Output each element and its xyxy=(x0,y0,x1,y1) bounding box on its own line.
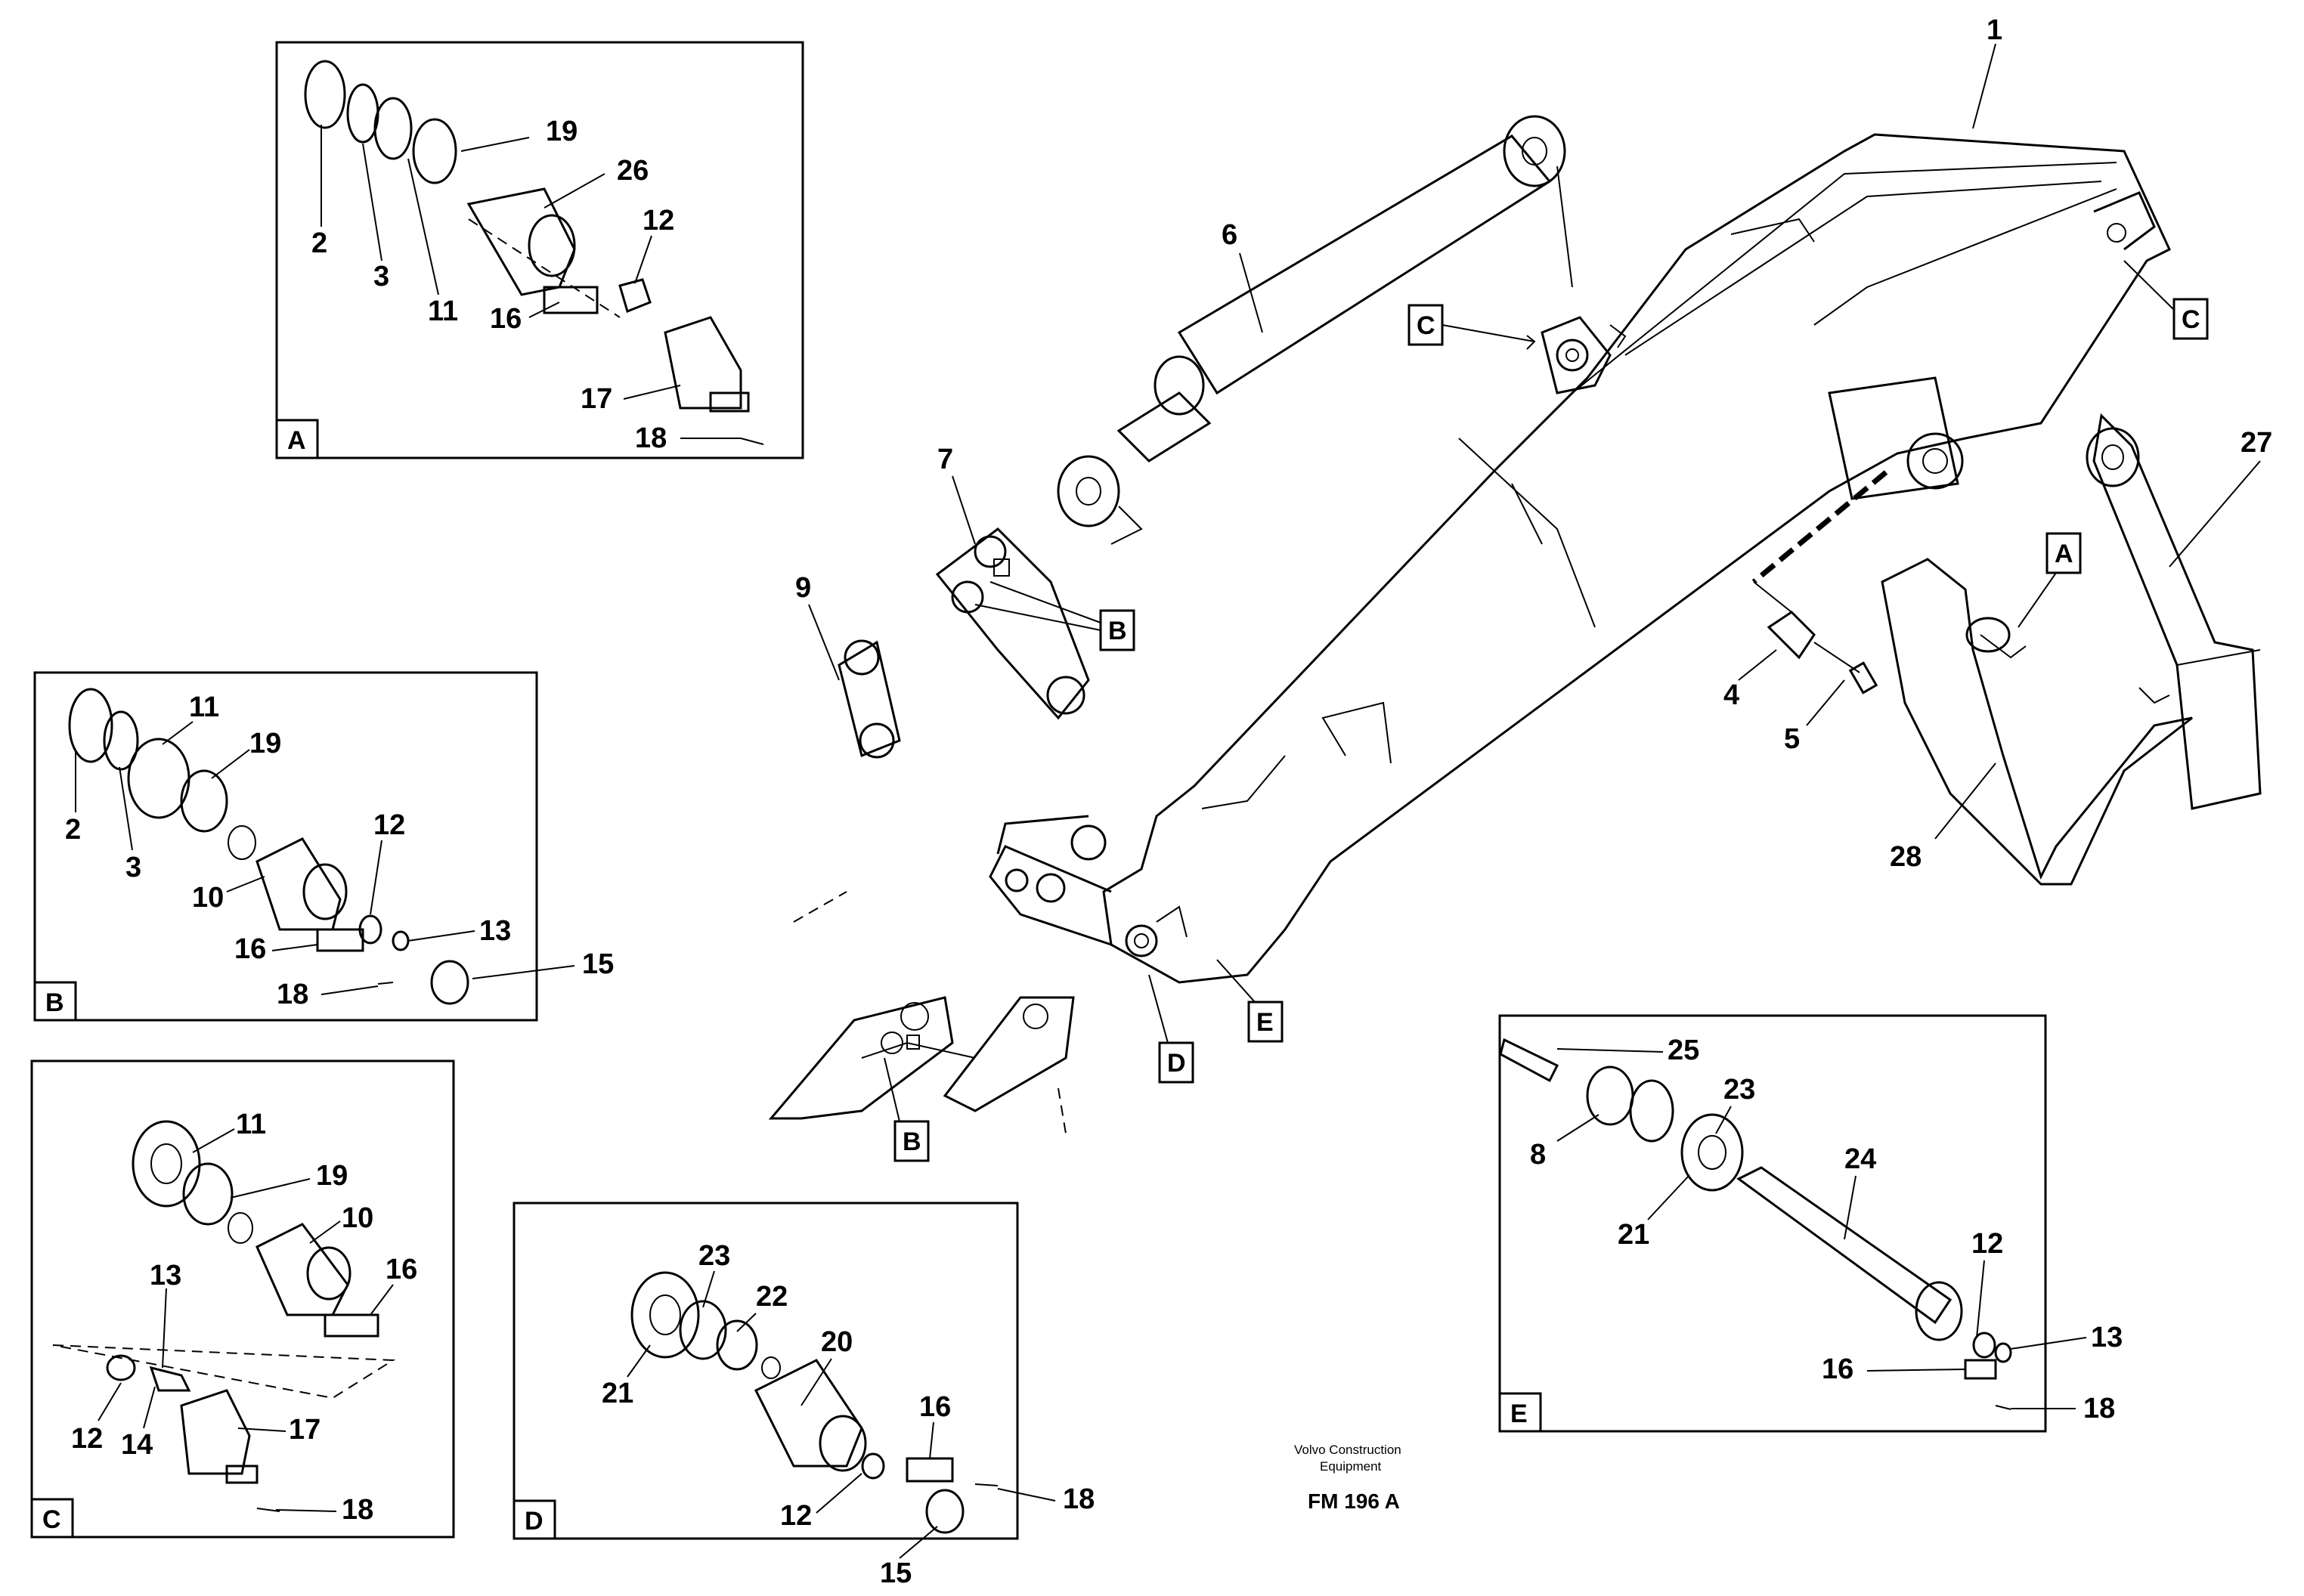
inset-c-label-19: 19 xyxy=(316,1160,348,1192)
bucket-lugs xyxy=(768,891,1075,1134)
callout-b-link: B xyxy=(1108,617,1127,645)
inset-d-label-12: 12 xyxy=(780,1500,812,1532)
inset-c-label-17: 17 xyxy=(289,1414,321,1446)
inset-b: B 11 19 2 3 10 12 13 16 18 15 xyxy=(33,671,614,1022)
link-parts xyxy=(838,527,1090,759)
inset-e-letter: E xyxy=(1510,1400,1528,1428)
main-label-27: 27 xyxy=(2241,427,2272,459)
company-line-2: Equipment xyxy=(1320,1459,1382,1474)
drawing-code: FM 196 A xyxy=(1308,1489,1400,1513)
inset-e-label-16: 16 xyxy=(1822,1353,1853,1385)
inset-c-label-10: 10 xyxy=(342,1202,373,1234)
main-label-9: 9 xyxy=(795,572,811,604)
inset-a-label-12: 12 xyxy=(643,205,674,237)
inset-b-label-3: 3 xyxy=(125,852,141,883)
main-label-28: 28 xyxy=(1890,841,1922,873)
inset-e-label-13: 13 xyxy=(2091,1322,2123,1353)
callout-a: A xyxy=(2055,540,2073,568)
inset-b-label-15: 15 xyxy=(582,948,614,980)
inset-e-label-23: 23 xyxy=(1723,1074,1755,1106)
inset-d-label-23: 23 xyxy=(698,1240,730,1272)
inset-a-label-2: 2 xyxy=(311,227,327,259)
main-label-5: 5 xyxy=(1784,723,1800,755)
inset-c-label-18: 18 xyxy=(342,1494,373,1526)
main-labels: 1 6 7 9 27 4 5 28 xyxy=(795,14,2272,873)
inset-e-label-12: 12 xyxy=(1971,1228,2003,1260)
callout-c-left: C xyxy=(1417,311,1435,340)
inset-c-label-14: 14 xyxy=(121,1429,153,1461)
inset-c-label-12: 12 xyxy=(71,1423,103,1455)
main-label-7: 7 xyxy=(937,444,953,475)
inset-a-label-3: 3 xyxy=(373,261,389,292)
inset-a-label-26: 26 xyxy=(617,155,649,187)
callout-e: E xyxy=(1256,1008,1274,1037)
inset-e-label-24: 24 xyxy=(1844,1143,1876,1175)
inset-b-label-16: 16 xyxy=(234,933,266,965)
inset-e: E 25 23 8 24 21 12 13 16 18 xyxy=(1498,1014,2123,1433)
inset-d-label-20: 20 xyxy=(821,1326,853,1358)
inset-a-label-11: 11 xyxy=(428,295,458,327)
inset-a-label-16: 16 xyxy=(490,303,522,335)
callout-b-bottom: B xyxy=(903,1127,921,1156)
inset-d-label-22: 22 xyxy=(756,1281,788,1313)
inset-d: D 23 22 20 21 16 12 18 15 xyxy=(513,1202,1095,1589)
drawing-footer: Volvo Construction Equipment FM 196 A xyxy=(1294,1443,1401,1513)
inset-a-label-17: 17 xyxy=(581,383,612,415)
inset-d-label-21: 21 xyxy=(602,1378,633,1409)
inset-e-label-25: 25 xyxy=(1668,1035,1699,1066)
inset-a-letter: A xyxy=(287,426,306,455)
main-callouts: C C B A B D E xyxy=(884,260,2209,1162)
inset-a-label-18: 18 xyxy=(635,422,667,454)
inset-a-label-19: 19 xyxy=(546,116,578,147)
main-label-6: 6 xyxy=(1222,219,1237,251)
inset-c-label-16: 16 xyxy=(386,1254,417,1285)
inset-e-label-18: 18 xyxy=(2083,1393,2115,1424)
inset-c-label-11: 11 xyxy=(236,1109,266,1140)
inset-b-label-19: 19 xyxy=(249,728,281,759)
inset-b-label-10: 10 xyxy=(192,882,224,914)
inset-d-letter: D xyxy=(525,1507,543,1536)
inset-b-letter: B xyxy=(45,988,64,1017)
inset-b-label-12: 12 xyxy=(373,809,405,841)
inset-c-label-13: 13 xyxy=(150,1260,181,1291)
inset-d-label-15: 15 xyxy=(880,1557,912,1589)
inset-d-label-18: 18 xyxy=(1063,1483,1095,1515)
inset-c-letter: C xyxy=(42,1505,61,1534)
boom-assembly xyxy=(989,133,2171,984)
main-label-4: 4 xyxy=(1723,679,1739,711)
retainer-parts xyxy=(1751,470,1888,694)
callout-c-right: C xyxy=(2182,305,2200,334)
company-line-1: Volvo Construction xyxy=(1294,1443,1401,1457)
inset-b-label-13: 13 xyxy=(479,915,511,947)
callout-d: D xyxy=(1167,1049,1186,1078)
inset-c: C 11 19 10 13 16 12 14 17 18 xyxy=(30,1059,455,1539)
boom-cylinder xyxy=(1057,115,1573,545)
inset-b-label-18: 18 xyxy=(277,979,308,1010)
main-label-1: 1 xyxy=(1987,14,2002,46)
inset-e-label-8: 8 xyxy=(1530,1139,1546,1171)
inset-b-label-11: 11 xyxy=(189,691,219,723)
inset-e-label-21: 21 xyxy=(1618,1219,1649,1251)
inset-b-label-2: 2 xyxy=(65,814,81,846)
inset-d-label-16: 16 xyxy=(919,1391,951,1423)
stick-assembly xyxy=(1881,413,2262,886)
inset-a: A 19 26 2 3 11 12 16 17 18 xyxy=(275,41,804,459)
